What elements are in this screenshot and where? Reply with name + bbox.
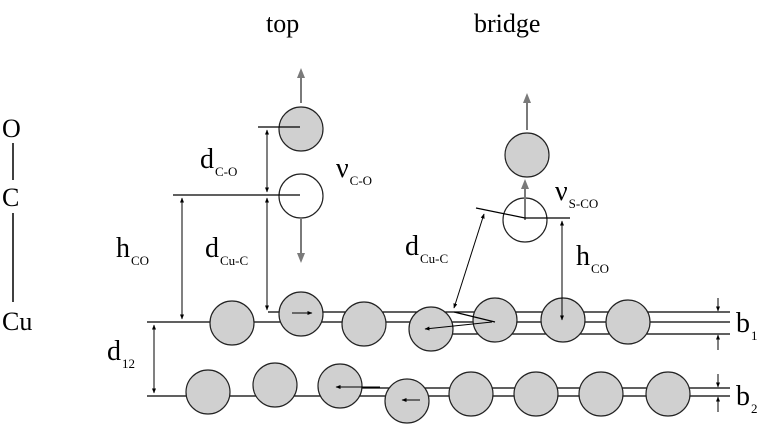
heading-top: top: [266, 9, 299, 38]
label-b2: b2: [736, 381, 758, 416]
chain-atom-o: O: [2, 114, 21, 143]
cu-atom: [185, 369, 231, 415]
label-nu-co: νC-O: [336, 153, 372, 188]
label-d-cuc-bridge: dCu-C: [405, 231, 448, 266]
cu-atom: [645, 371, 691, 417]
top-carbon-atom: [278, 173, 324, 219]
cu-atom: [209, 300, 255, 346]
cu-layer-2: [185, 362, 691, 424]
top-site-co: [173, 68, 324, 320]
label-d-co: dC-O: [200, 144, 237, 179]
bridge-d-cuc-foot: [453, 311, 496, 323]
chain-atom-c: C: [2, 183, 19, 212]
cu-atom: [540, 297, 586, 343]
bridge-site-co: [453, 93, 570, 323]
cu-atom: [448, 371, 494, 417]
cu-atom: [605, 299, 651, 345]
label-h-co-bridge: hCO: [576, 241, 609, 276]
cu-atom: [408, 306, 454, 352]
buckling-arrows: [292, 311, 493, 402]
cu-atom: [278, 291, 324, 337]
heading-bridge: bridge: [474, 9, 540, 38]
label-d12: d12: [107, 336, 135, 371]
cu-atom: [317, 363, 363, 409]
label-d-cuc-top: dCu-C: [205, 233, 248, 268]
label-nu-sco: νS-CO: [555, 176, 598, 211]
cu-layer-1: [209, 291, 651, 352]
cu-atom: [252, 362, 298, 408]
top-oxygen-atom: [278, 106, 324, 152]
cu-atom: [472, 297, 518, 343]
cu-atom: [513, 371, 559, 417]
buckle-arrow-2: [424, 321, 493, 331]
bridge-c-tilt-line: [475, 207, 526, 219]
molecule-chain: O C Cu: [2, 114, 32, 336]
cu-atom: [341, 301, 387, 347]
label-h-co-top: hCO: [116, 233, 149, 268]
label-b1: b1: [736, 308, 758, 343]
chain-atom-cu: Cu: [2, 307, 32, 336]
cu-atom: [578, 371, 624, 417]
bridge-oxygen-atom: [504, 132, 550, 178]
cu-atom: [384, 378, 430, 424]
bridge-d-cuc-arrow: [453, 213, 485, 309]
